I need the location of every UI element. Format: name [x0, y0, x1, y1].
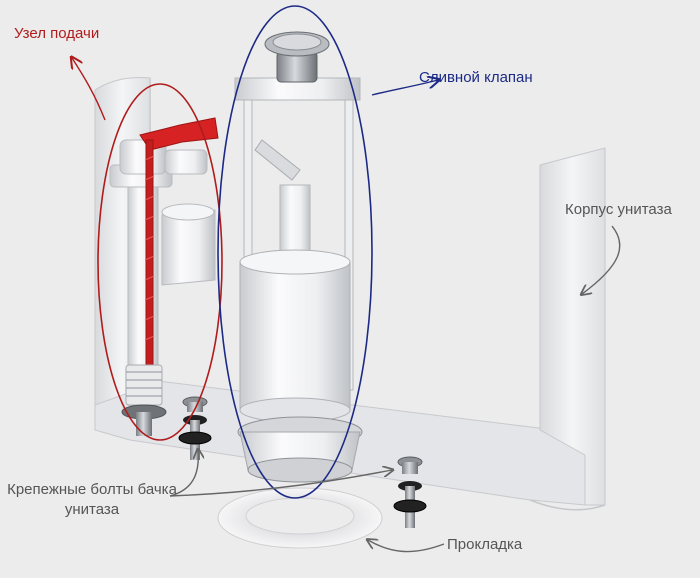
feed-callout-arrow — [72, 58, 106, 121]
feed-assembly-highlight — [97, 83, 223, 441]
fill-valve — [109, 117, 219, 436]
drain-valve-highlight — [217, 5, 373, 499]
tank-bolt-left — [178, 396, 212, 460]
gasket-callout-arrow — [368, 540, 445, 553]
tank-bolt-right — [393, 456, 427, 528]
label-feed-assembly: Узел подачи — [14, 25, 100, 42]
drain-callout-arrow — [371, 80, 438, 96]
gasket-ring — [217, 487, 383, 549]
bolt-right-callout-arrow — [169, 470, 392, 497]
body-callout-arrow — [582, 225, 621, 294]
bolt-left-callout-arrow — [169, 450, 198, 497]
label-toilet-body: Корпус унитаза — [565, 201, 672, 218]
label-gasket: Прокладка — [447, 536, 523, 553]
label-tank-bolts: Крепежные болты бачка унитаза — [7, 481, 177, 518]
label-drain-valve: Сливной клапан — [419, 69, 533, 86]
drain-valve — [234, 31, 363, 483]
